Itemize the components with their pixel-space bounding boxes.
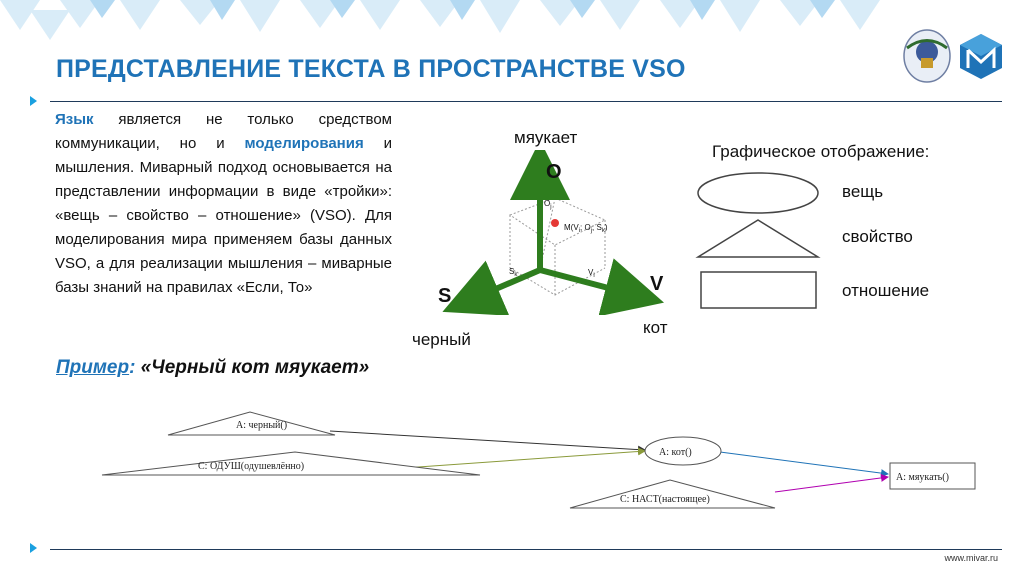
top-chevron-icon xyxy=(30,96,37,106)
intro-text-1: является не только средством коммуникаци… xyxy=(55,111,392,152)
node-anim-label: C: ОДУШ(одушевлённо) xyxy=(198,461,304,472)
point-m xyxy=(551,219,559,227)
node-present-shape xyxy=(569,479,776,509)
axis-o-letter: O xyxy=(546,161,562,183)
node-cat-label: A: кот() xyxy=(659,447,692,458)
footer-site[interactable]: www.mivar.ru xyxy=(944,553,998,563)
node-meow-label: A: мяукать() xyxy=(896,472,949,483)
edge-present-meow xyxy=(774,473,889,493)
node-meow-shape xyxy=(889,462,976,490)
vso-axes-diagram: O S V Oj Sk Vi M(Vi; Oj; Sk) xyxy=(438,150,665,315)
example-text: «Черный кот мяукает» xyxy=(135,357,370,378)
axis-v-caption: кот xyxy=(643,318,668,337)
semantic-graph: A: черный() C: ОДУШ(одушевлённо) A: кот(… xyxy=(101,411,976,509)
legend-shapes xyxy=(695,172,821,309)
legend-property: свойство xyxy=(842,227,913,246)
node-present-label: C: НАСТ(настоящее) xyxy=(620,494,710,505)
axis-v-letter: V xyxy=(650,273,664,295)
axis-s-caption: черный xyxy=(412,330,471,349)
node-cat-shape xyxy=(644,436,722,466)
edge-anim-cat xyxy=(374,447,646,471)
bottom-divider xyxy=(50,549,1002,550)
ellipse-shape xyxy=(697,172,819,214)
university-crest-logo xyxy=(903,29,951,83)
sk-label: Sk xyxy=(509,267,518,278)
example-colon: : xyxy=(129,357,136,378)
example-line: Пример: «Черный кот мяукает» xyxy=(56,357,369,379)
word-language: Язык xyxy=(55,111,94,128)
edge-cat-meow xyxy=(719,451,889,478)
bottom-chevron-icon xyxy=(30,543,37,553)
rectangle-shape xyxy=(700,271,817,309)
oj-label: Oj xyxy=(544,199,552,210)
node-black-shape xyxy=(167,411,336,436)
node-anim-shape xyxy=(101,451,481,476)
header-triangle-pattern xyxy=(0,0,880,40)
intro-paragraph: Язык является не только средством коммун… xyxy=(55,108,392,300)
axis-s xyxy=(442,260,542,315)
intro-text-2: и мышления. Миварный подход основывается… xyxy=(55,135,393,296)
legend-thing: вещь xyxy=(842,182,884,201)
axis-s-letter: S xyxy=(438,285,451,307)
top-divider xyxy=(50,101,1002,102)
edge-black-cat xyxy=(329,430,646,454)
vi-label: Vi xyxy=(588,268,595,279)
mivar-cube-logo xyxy=(960,34,1002,79)
axis-o-caption: мяукает xyxy=(514,128,578,147)
legend-title: Графическое отображение: xyxy=(712,142,930,161)
example-label: Пример xyxy=(56,357,130,378)
node-black-label: A: черный() xyxy=(236,420,287,431)
word-modeling: моделирования xyxy=(244,135,364,152)
point-m-label: M(Vi; Oj; Sk) xyxy=(564,223,608,234)
triangle-shape xyxy=(695,219,821,258)
axis-v xyxy=(539,258,665,315)
legend-relation: отношение xyxy=(842,281,930,300)
page-title: ПРЕДСТАВЛЕНИЕ ТЕКСТА В ПРОСТРАНСТВЕ VSO xyxy=(56,55,686,83)
